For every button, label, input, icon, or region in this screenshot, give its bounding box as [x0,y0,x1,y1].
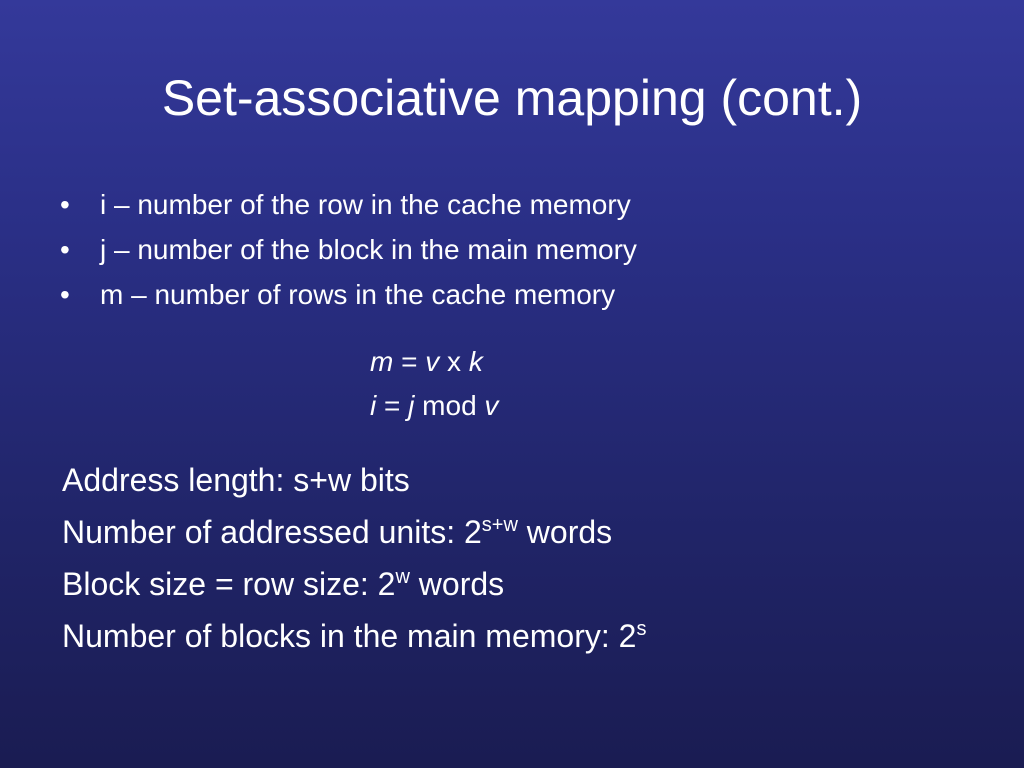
bullet-text: i – number of the row in the cache memor… [100,189,631,220]
bullet-item: • m – number of rows in the cache memory [60,272,637,317]
fact-exponent: s+w [481,514,518,536]
fact-address-length: Address length: s+w bits [62,462,410,498]
bullet-item: • i – number of the row in the cache mem… [60,182,637,227]
bullet-text: m – number of rows in the cache memory [100,279,616,310]
bullet-item: • j – number of the block in the main me… [60,227,637,272]
fact-text: words [409,566,505,602]
slide-title: Set-associative mapping (cont.) [161,70,863,126]
bullet-icon: • [60,234,70,265]
fact-text: words [517,514,613,550]
formula-var: k [468,346,483,377]
bullet-text: j – number of the block in the main memo… [100,234,637,265]
formula-block: m = v x k i = j mod v [370,340,498,428]
fact-text: Block size = row size: 2 [62,566,396,602]
formula-m-equals-v-times-k: m = v x k [370,340,498,384]
formula-var: v [484,390,499,421]
formula-var: j [408,390,415,421]
fact-text: Number of blocks in the main memory: 2 [62,618,637,654]
bullet-list: • i – number of the row in the cache mem… [60,182,637,317]
facts-block: Address length: s+w bits Number of addre… [62,454,646,662]
bullet-icon: • [60,279,70,310]
fact-block-size: Block size = row size: 2w words [62,558,646,610]
formula-op: mod [414,390,485,421]
fact-number-of-blocks: Number of blocks in the main memory: 2s [62,610,646,662]
formula-op: x [439,346,469,377]
formula-i-equals-j-mod-v: i = j mod v [370,384,498,428]
formula-var: i [370,390,377,421]
fact-exponent: s [636,618,647,640]
formula-var: m [370,346,394,377]
fact-exponent: w [395,566,410,588]
formula-var: v [425,346,440,377]
formula-op: = [393,346,426,377]
fact-addressed-units: Number of addressed units: 2s+w words [62,506,646,558]
bullet-icon: • [60,189,70,220]
fact-text: Number of addressed units: 2 [62,514,482,550]
formula-op: = [376,390,409,421]
